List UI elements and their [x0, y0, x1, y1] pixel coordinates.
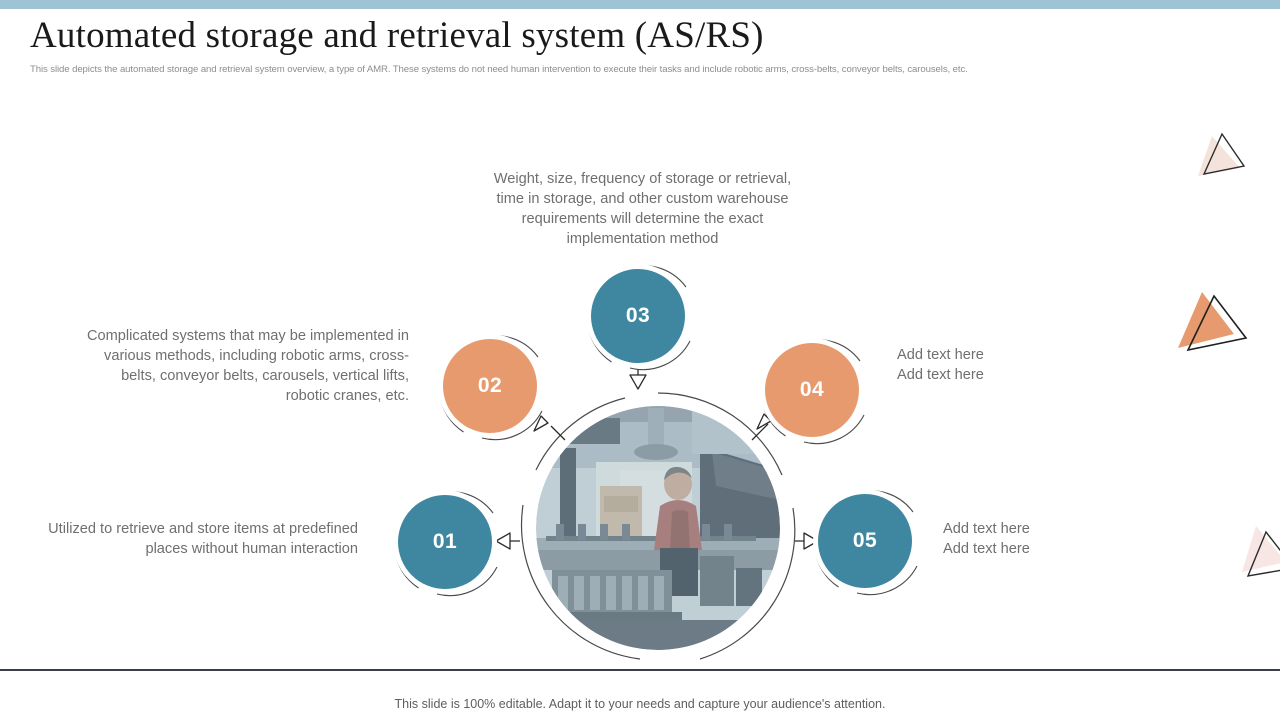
node-circle-04[interactable]: 04	[765, 343, 859, 437]
node-number-03: 03	[625, 304, 651, 327]
node-text-03: Weight, size, frequency of storage or re…	[493, 171, 792, 247]
arrowhead-03	[629, 374, 647, 390]
node-circle-05[interactable]: 05	[818, 494, 912, 588]
footer-note: This slide is 100% editable. Adapt it to…	[394, 697, 886, 711]
arrowhead-05	[803, 532, 819, 550]
slide-subtitle: This slide depicts the automated storage…	[30, 63, 968, 75]
arrowhead-01	[495, 532, 511, 550]
triangle-top-right	[1198, 132, 1246, 176]
node-text-01: Utilized to retrieve and store items at …	[48, 521, 358, 557]
node-circle-03[interactable]: 03	[591, 269, 685, 363]
triangle-bottom-right	[1242, 526, 1280, 577]
node-circle-02[interactable]: 02	[443, 339, 537, 433]
triangle-middle-right	[1178, 292, 1248, 352]
node-text-02: Complicated systems that may be implemen…	[86, 328, 409, 404]
page-title: Automated storage and retrieval system (…	[30, 15, 764, 56]
top-accent-bar	[0, 0, 1280, 9]
footer-divider	[0, 669, 1280, 671]
arrowhead-04	[756, 413, 772, 430]
node-number-02: 02	[477, 374, 503, 397]
center-photo-frame	[536, 406, 780, 650]
node-number-05: 05	[852, 529, 878, 552]
node-number-01: 01	[432, 530, 458, 553]
slide-header: Automated storage and retrieval system (…	[30, 15, 1255, 75]
node-circle-01[interactable]: 01	[398, 495, 492, 589]
node-number-04: 04	[799, 378, 825, 401]
arrowhead-02	[533, 415, 549, 432]
